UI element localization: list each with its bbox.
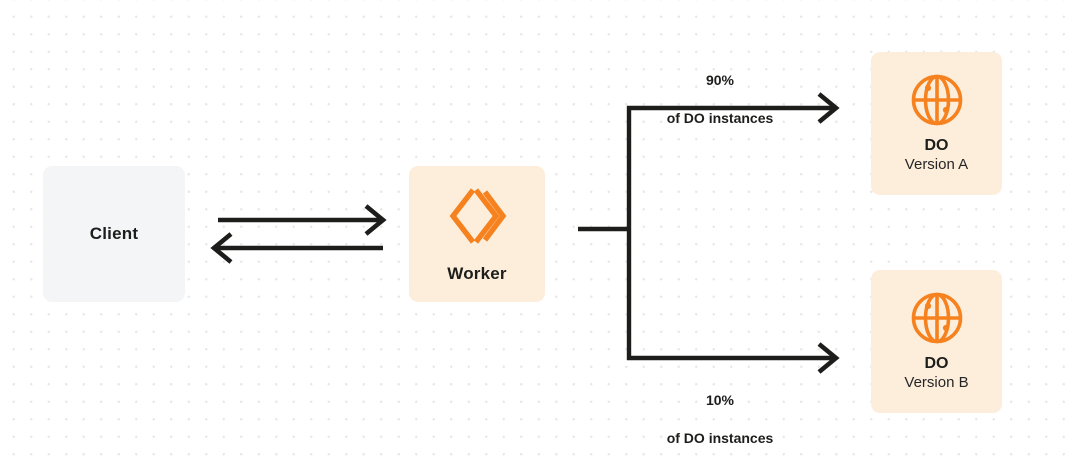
node-do-b-label: DO [924, 354, 949, 372]
node-worker-label: Worker [447, 263, 507, 283]
edge-label-bottom: 10% of DO instances [620, 372, 820, 466]
edge-label-top-percent: 90% [705, 71, 735, 88]
edge-worker-to-do-b [627, 342, 840, 374]
node-do-version-a: DO Version A [871, 52, 1002, 195]
node-worker: Worker [409, 166, 545, 302]
edge-label-bottom-percent: 10% [705, 391, 735, 408]
node-client: Client [43, 166, 185, 302]
node-do-a-sublabel: Version A [904, 156, 969, 174]
cloudflare-workers-icon [445, 184, 509, 248]
node-client-label: Client [89, 223, 139, 243]
edge-label-top: 90% of DO instances [620, 52, 820, 146]
edge-client-to-worker [218, 204, 387, 236]
edge-worker-split [578, 106, 632, 360]
edge-worker-to-client [210, 232, 383, 264]
connector-layer [210, 92, 840, 374]
edge-label-bottom-detail: of DO instances [666, 429, 774, 446]
diagram-canvas: Client Worker [43, 52, 1002, 446]
node-do-a-label: DO [924, 136, 949, 154]
globe-icon [909, 72, 965, 128]
edge-label-top-detail: of DO instances [666, 109, 774, 126]
node-do-version-b: DO Version B [871, 270, 1002, 413]
node-do-b-sublabel: Version B [904, 374, 969, 392]
edge-worker-to-do-a [627, 92, 840, 124]
globe-icon [909, 290, 965, 346]
